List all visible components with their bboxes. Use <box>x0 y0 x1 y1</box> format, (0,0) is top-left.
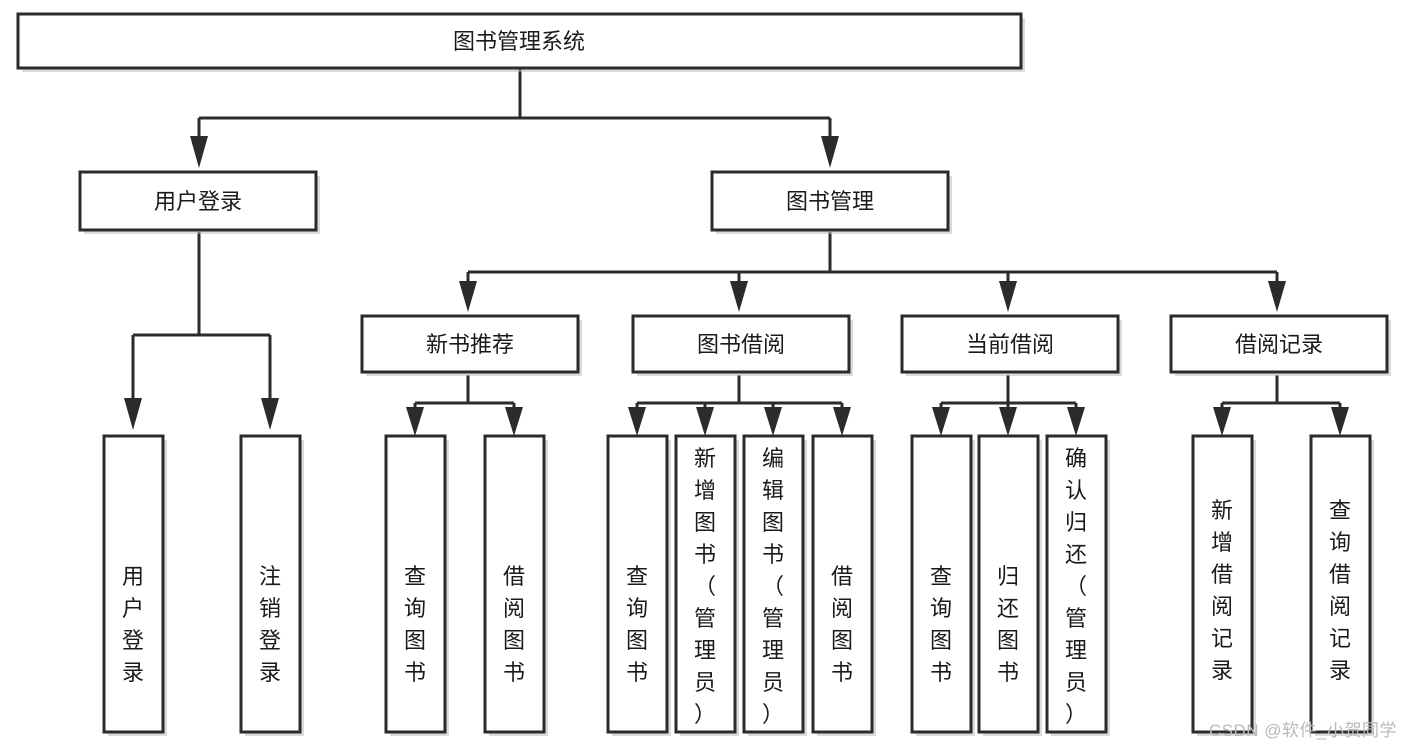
arrowhead-leaf-borrow-book-1 <box>505 407 523 436</box>
connector-group-root <box>190 68 839 168</box>
csdn-watermark: CSDN @软件_小贺同学 <box>1208 721 1397 740</box>
node-borrow-record-box[interactable] <box>1169 314 1389 374</box>
node-leaf-query-book-3-box[interactable] <box>910 434 973 734</box>
connector-group-borrow-record <box>1213 375 1349 436</box>
node-leaf-query-record[interactable]: 查询借阅记录 <box>1309 434 1374 736</box>
node-leaf-query-book-1[interactable]: 查询图书 <box>384 434 449 736</box>
node-book-borrow[interactable]: 图书借阅 <box>631 314 853 376</box>
node-leaf-query-book-1-box[interactable] <box>384 434 447 734</box>
node-leaf-confirm-return-box[interactable] <box>1045 434 1108 734</box>
connector-group-new-book-rec <box>406 375 523 436</box>
node-new-book-rec-box[interactable] <box>360 314 580 374</box>
node-leaf-borrow-book-2-label: 借阅图书 <box>831 564 853 685</box>
connector-group-current-borrow <box>932 375 1085 436</box>
arrowhead-leaf-query-book-1 <box>406 407 424 436</box>
node-leaf-query-book-2-box[interactable] <box>606 434 669 734</box>
connector-group-book-borrow <box>628 375 851 436</box>
arrowhead-leaf-query-book-3 <box>932 407 950 436</box>
node-leaf-borrow-book-1-box[interactable] <box>483 434 546 734</box>
node-book-manage-label: 图书管理 <box>786 189 874 214</box>
arrowhead-book-manage <box>821 136 839 168</box>
node-user-login[interactable]: 用户登录 <box>78 170 320 234</box>
node-new-book-rec[interactable]: 新书推荐 <box>360 314 582 376</box>
node-leaf-query-book-2[interactable]: 查询图书 <box>606 434 671 736</box>
node-leaf-add-record-label: 新增借阅记录 <box>1211 498 1233 683</box>
connector-group-book-manage <box>459 232 1286 312</box>
node-user-login-label: 用户登录 <box>154 189 242 214</box>
node-book-manage[interactable]: 图书管理 <box>710 170 952 234</box>
node-book-manage-box[interactable] <box>710 170 950 232</box>
arrowhead-leaf-add-book <box>696 407 714 436</box>
connector-group-user-login <box>124 232 279 430</box>
node-leaf-return-book-label: 归还图书 <box>997 564 1019 685</box>
node-leaf-confirm-return-label: 确认归还（管理员） <box>1065 446 1087 727</box>
node-current-borrow-box[interactable] <box>900 314 1120 374</box>
arrowhead-leaf-user-login <box>124 398 142 430</box>
node-leaf-add-book-box[interactable] <box>674 434 737 734</box>
node-leaf-add-record[interactable]: 新增借阅记录 <box>1191 434 1256 736</box>
node-current-borrow-label: 当前借阅 <box>966 332 1054 357</box>
node-new-book-rec-label: 新书推荐 <box>426 332 514 357</box>
node-leaf-user-logout[interactable]: 注销登录 <box>239 434 304 736</box>
arrowhead-leaf-query-record <box>1331 407 1349 436</box>
arrowhead-leaf-return-book <box>999 407 1017 436</box>
node-leaf-user-login-box[interactable] <box>102 434 165 734</box>
node-borrow-record[interactable]: 借阅记录 <box>1169 314 1391 376</box>
arrowhead-leaf-edit-book <box>764 407 782 436</box>
node-leaf-borrow-book-2-box[interactable] <box>811 434 874 734</box>
node-leaf-query-book-1-label: 查询图书 <box>404 564 426 685</box>
node-book-borrow-box[interactable] <box>631 314 851 374</box>
arrowhead-current-borrow <box>999 281 1017 312</box>
node-borrow-record-label: 借阅记录 <box>1235 332 1323 357</box>
node-current-borrow[interactable]: 当前借阅 <box>900 314 1122 376</box>
arrowhead-leaf-query-book-2 <box>628 407 646 436</box>
node-leaf-edit-book-box[interactable] <box>742 434 805 734</box>
node-leaf-query-record-box[interactable] <box>1309 434 1372 734</box>
node-leaf-borrow-book-1[interactable]: 借阅图书 <box>483 434 548 736</box>
arrowhead-user-login <box>190 136 208 168</box>
node-leaf-user-login-label: 用户登录 <box>122 564 144 685</box>
node-leaf-edit-book[interactable]: 编辑图书（管理员） <box>742 434 807 736</box>
node-leaf-query-book-3[interactable]: 查询图书 <box>910 434 975 736</box>
node-leaf-add-record-box[interactable] <box>1191 434 1254 734</box>
node-leaf-return-book[interactable]: 归还图书 <box>977 434 1042 736</box>
node-book-borrow-label: 图书借阅 <box>697 332 785 357</box>
arrowhead-new-book-rec <box>459 281 477 312</box>
node-leaf-query-book-3-label: 查询图书 <box>930 564 952 685</box>
arrowhead-leaf-borrow-book-2 <box>833 407 851 436</box>
node-leaf-query-record-label: 查询借阅记录 <box>1329 498 1351 683</box>
node-user-login-box[interactable] <box>78 170 318 232</box>
arrowhead-leaf-user-logout <box>261 398 279 430</box>
node-leaf-query-book-2-label: 查询图书 <box>626 564 648 685</box>
node-leaf-confirm-return[interactable]: 确认归还（管理员） <box>1045 434 1110 736</box>
node-leaf-return-book-box[interactable] <box>977 434 1040 734</box>
node-leaf-user-logout-box[interactable] <box>239 434 302 734</box>
node-leaf-user-logout-label: 注销登录 <box>259 564 281 685</box>
node-root-label: 图书管理系统 <box>453 29 585 54</box>
node-leaf-user-login[interactable]: 用户登录 <box>102 434 167 736</box>
arrowhead-leaf-confirm-return <box>1067 407 1085 436</box>
arrowhead-book-borrow <box>730 281 748 312</box>
node-leaf-borrow-book-1-label: 借阅图书 <box>503 564 525 685</box>
arrowhead-borrow-record <box>1268 281 1286 312</box>
node-root[interactable]: 图书管理系统 <box>16 12 1025 72</box>
node-leaf-edit-book-label: 编辑图书（管理员） <box>762 446 784 727</box>
node-leaf-borrow-book-2[interactable]: 借阅图书 <box>811 434 876 736</box>
node-root-box[interactable] <box>16 12 1023 70</box>
node-leaf-add-book[interactable]: 新增图书（管理员） <box>674 434 739 736</box>
node-leaf-add-book-label: 新增图书（管理员） <box>694 446 716 727</box>
arrowhead-leaf-add-record <box>1213 407 1231 436</box>
